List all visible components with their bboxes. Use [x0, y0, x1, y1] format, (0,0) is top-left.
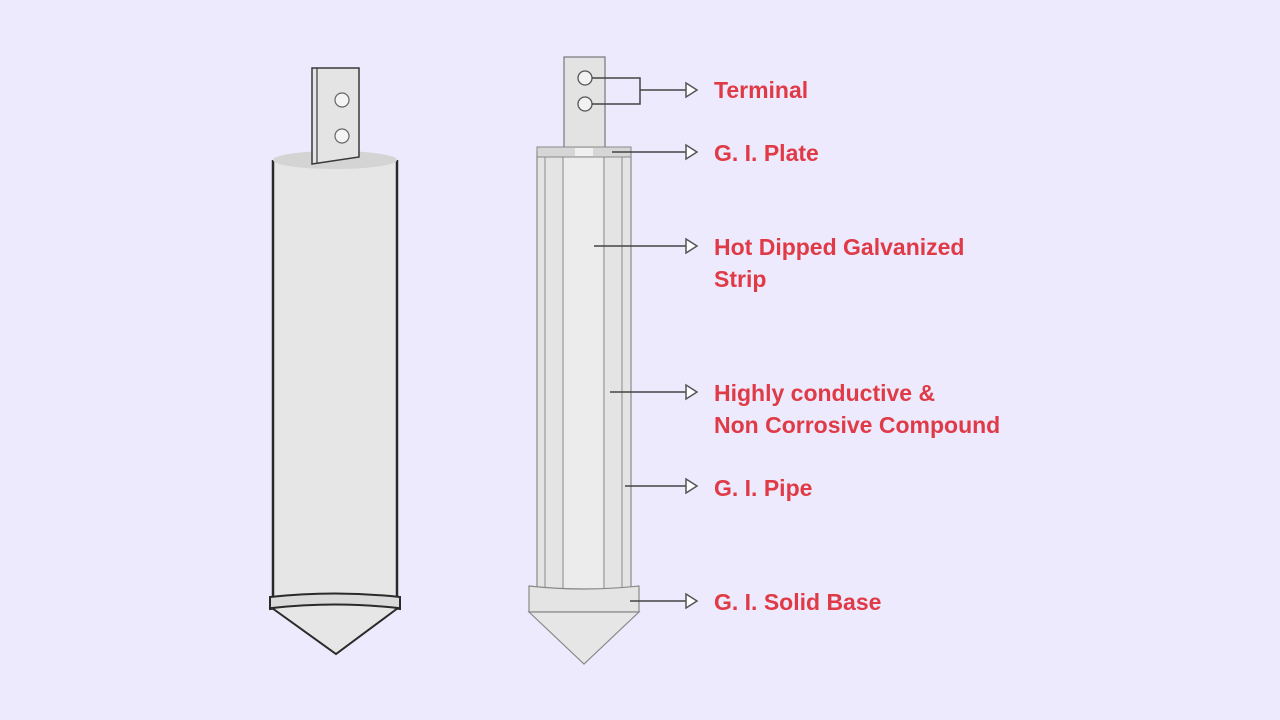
label-strip-line1: Hot Dipped Galvanized — [714, 234, 965, 260]
electrode-cutaway-view — [527, 56, 641, 665]
leader-solid-base-arrowhead — [685, 592, 699, 610]
label-gi-plate: G. I. Plate — [714, 140, 819, 166]
exterior-terminal-hole-top — [334, 92, 350, 108]
cutaway-terminal-hole-bottom — [577, 96, 593, 112]
leader-terminal-arrowhead — [685, 81, 699, 99]
cutaway-cone-tip — [527, 611, 641, 665]
label-compound-line2: Non Corrosive Compound — [714, 412, 1001, 438]
leader-compound-arrowhead — [685, 383, 699, 401]
electrode-exterior-view — [269, 67, 401, 656]
label-hot-dipped-galvanized-strip: Hot Dipped Galvanized Strip — [714, 231, 964, 295]
exterior-terminal-strip — [311, 67, 360, 165]
exterior-cone-tip — [269, 603, 401, 656]
leader-lines — [592, 77, 699, 610]
label-gi-pipe: G. I. Pipe — [714, 475, 813, 501]
cutaway-solid-base — [528, 585, 640, 613]
cutaway-terminal-hole-top — [577, 70, 593, 86]
label-conductive-compound: Highly conductive & Non Corrosive Compou… — [714, 377, 1000, 441]
leader-gi-pipe-arrowhead — [685, 477, 699, 495]
label-strip-line2: Strip — [714, 266, 767, 292]
leader-gi-plate-arrowhead — [685, 143, 699, 161]
label-compound-line1: Highly conductive & — [714, 380, 936, 406]
leader-strip-arrowhead — [685, 237, 699, 255]
leader-terminal — [592, 77, 686, 105]
exterior-terminal-hole-bottom — [334, 128, 350, 144]
label-terminal: Terminal — [714, 77, 809, 103]
label-gi-solid-base: G. I. Solid Base — [714, 589, 882, 615]
exterior-cylinder-body — [273, 160, 397, 598]
